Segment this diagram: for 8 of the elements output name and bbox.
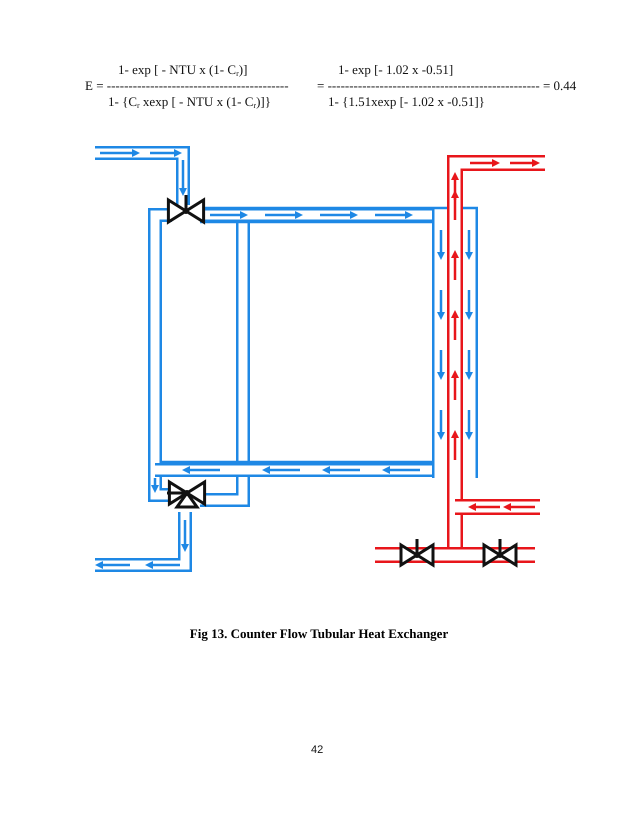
equation-text: 1- exp [- 1.02 x -0.51] xyxy=(338,62,454,77)
equation-text: 1- exp [ - NTU x (1- C$_{r}$)] xyxy=(118,62,248,80)
equation-text: 1- {C$_{r}$ xexp [ - NTU x (1- C$_{r}$)]} xyxy=(108,94,271,112)
equation-text: E = ------------------------------------------ xyxy=(85,78,289,93)
equation-text: 1- {1.51xexp [- 1.02 x -0.51]} xyxy=(328,94,485,109)
page-number: 42 xyxy=(311,743,324,758)
equation-text: = ------------------------------------------------- = 0.44 xyxy=(317,78,576,93)
figure-caption: Fig 13. Counter Flow Tubular Heat Exchanger xyxy=(190,626,448,641)
